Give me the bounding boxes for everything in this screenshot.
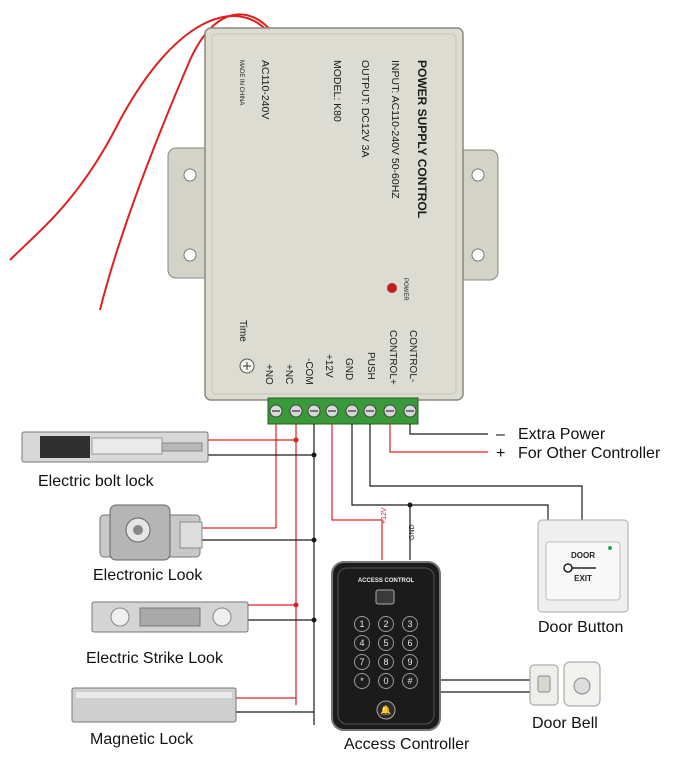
keypad-key-label: 5 [383, 638, 388, 648]
keypad-key-label: 9 [407, 657, 412, 667]
keypad-key-label: 3 [407, 619, 412, 629]
door-button-led-icon [608, 546, 612, 550]
electric-bolt-lock-label: Electric bolt lock [38, 473, 155, 490]
keypad-key-label: # [407, 676, 412, 686]
electronic-lock: Electronic Look [93, 504, 203, 584]
keypad-key[interactable] [378, 673, 394, 689]
access-controller-label: Access Controller [344, 736, 470, 753]
key-icon [563, 563, 596, 573]
keypad-key[interactable] [402, 673, 418, 689]
keypad-key[interactable] [378, 635, 394, 651]
bell-key[interactable] [376, 700, 396, 720]
power-led-icon [387, 283, 397, 293]
door-button-line2: EXIT [574, 574, 592, 583]
terminal-label-gnd: GND [343, 358, 354, 380]
keypad-key[interactable] [402, 616, 418, 632]
door-button-line1: DOOR [571, 551, 595, 560]
wire-label-gnd: GND [409, 524, 416, 540]
magnetic-lock-label: Magnetic Lock [90, 731, 194, 748]
keypad-key[interactable] [378, 616, 394, 632]
door-bell: Door Bell [529, 661, 601, 732]
psu-title: POWER SUPPLY CONTROL [415, 60, 429, 218]
keypad-key[interactable] [354, 635, 370, 651]
keypad-key-label: 6 [407, 638, 412, 648]
keypad-key[interactable] [378, 654, 394, 670]
wire-label-12v: +12V [381, 507, 388, 524]
psu-made-in: MADE IN CHINA [238, 60, 244, 105]
bell-icon [573, 677, 591, 695]
other-controller-label: For Other Controller [518, 445, 661, 462]
keypad-key[interactable] [402, 635, 418, 651]
electronic-lock-label: Electronic Look [93, 567, 203, 584]
door-bell-label: Door Bell [532, 715, 598, 732]
keypad-key[interactable] [354, 654, 370, 670]
extra-power-sign: – [496, 426, 505, 443]
keypad-key-label: 2 [383, 619, 388, 629]
terminal-label-push: PUSH [365, 352, 376, 380]
keypad-key[interactable] [402, 654, 418, 670]
keypad-key-label: 0 [383, 676, 388, 686]
door-button-label: Door Button [538, 619, 623, 636]
terminal-label-control-minus: CONTROL- [407, 330, 418, 382]
other-controller-sign: + [496, 445, 505, 462]
psu-model: MODEL: K80 [331, 60, 343, 122]
psu-input-spec: INPUT: AC110-240V 50-60HZ [389, 60, 401, 199]
keypad-key[interactable] [354, 673, 370, 689]
bell-key-icon: 🔔 [380, 705, 391, 715]
access-controller-header: ACCESS CONTROL [358, 578, 415, 584]
access-controller: ACCESS CONTROL 1 2 3 4 5 6 7 8 9 * 0 # 🔔 Access Con… [331, 561, 470, 753]
wiring [200, 424, 583, 725]
keypad-key-label: 8 [383, 657, 388, 667]
magnetic-lock: Magnetic Lock [71, 687, 237, 748]
terminal-label-12v: +12V [323, 354, 334, 378]
extra-power-label: Extra Power [518, 426, 606, 443]
keypad-key[interactable] [354, 616, 370, 632]
card-reader-icon [375, 589, 395, 605]
terminal-label-nc: +NC [283, 364, 294, 384]
power-led-label: POWER [402, 278, 408, 301]
keypad-key-label: 1 [359, 619, 364, 629]
keypad: 1 2 3 4 5 6 7 8 9 * 0 # [354, 616, 418, 689]
psu-ac-label: AC110-240V [259, 60, 271, 119]
mains-wires [9, 13, 273, 311]
terminal-screws [269, 404, 417, 418]
keypad-key-label: 4 [359, 638, 364, 648]
keypad-key-label: 7 [359, 657, 364, 667]
psu-output-spec: OUTPUT: DC12V 3A [359, 60, 371, 157]
electric-bolt-lock: Electric bolt lock [21, 431, 209, 490]
terminal-label-no: +NO [263, 364, 274, 385]
electric-strike-lock-label: Electric Strike Look [86, 650, 224, 667]
power-supply-unit: POWER SUPPLY CONTROL INPUT: AC110-240V 5… [167, 27, 499, 425]
door-exit-button: DOOR EXIT Door Button [537, 519, 629, 636]
electric-strike-lock: Electric Strike Look [86, 601, 249, 667]
keypad-key-label: * [360, 676, 364, 686]
terminal-label-com: -COM [303, 358, 314, 385]
terminal-label-control-plus: CONTROL+ [387, 330, 398, 385]
time-label: Time [237, 320, 248, 342]
